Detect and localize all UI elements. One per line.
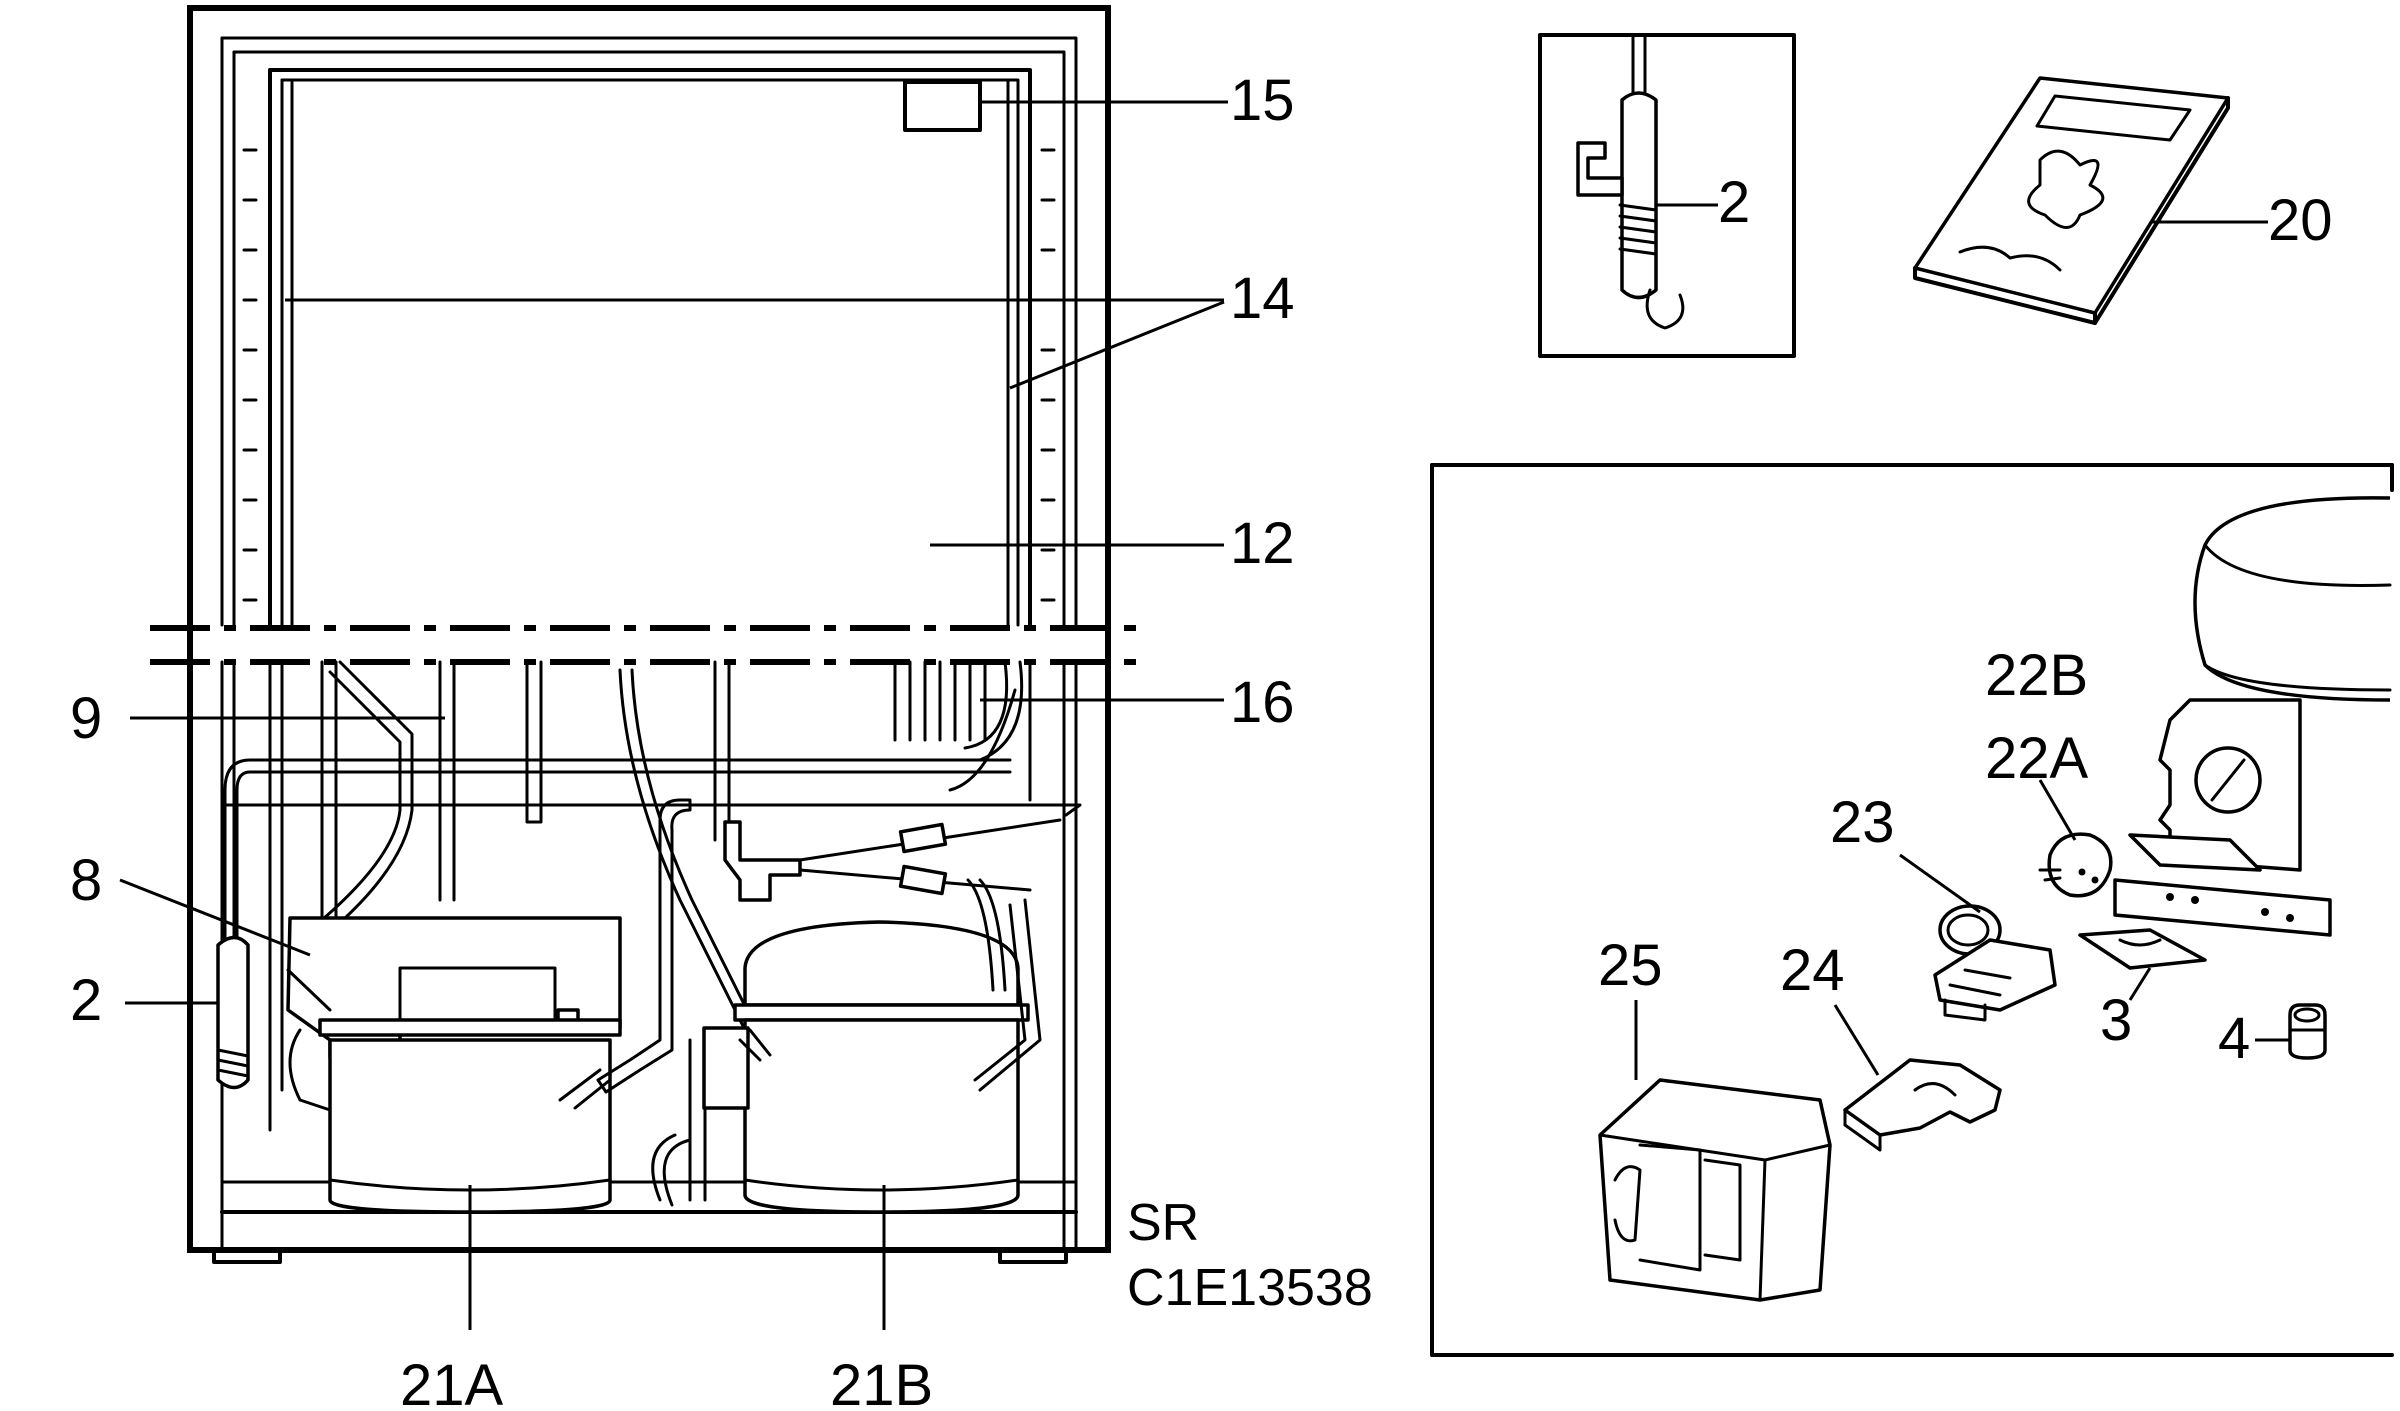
callout-23: 23 — [1830, 790, 1895, 855]
plate-3: 3 — [2078, 928, 2207, 1053]
inset-electrical-components: 22B 22A 23 3 4 — [1430, 463, 2394, 1357]
drawing-number: C1E13538 — [1127, 1259, 1373, 1317]
cabinet-assembly — [150, 5, 1140, 1264]
callout-12: 12 — [1230, 511, 1295, 576]
left-wall-pipe-marks — [242, 148, 1056, 602]
callout-15: 15 — [1230, 68, 1295, 133]
region-code: SR — [1127, 1194, 1199, 1252]
callout-4: 4 — [2218, 1006, 2250, 1071]
callout-22a: 22A — [1985, 726, 2089, 791]
overload-protector-23: 23 — [1830, 790, 2057, 1022]
callout-2-left: 2 — [70, 968, 102, 1033]
thermostat-housing — [903, 80, 982, 132]
callout-24: 24 — [1780, 938, 1845, 1003]
clip-24: 24 — [1780, 938, 2002, 1152]
instruction-manual: 20 — [1913, 76, 2333, 325]
filter-drier-left — [216, 935, 250, 1090]
cabinet-callouts: 15 14 12 16 9 8 2 21A 21B SR C1E13538 — [70, 68, 1373, 1411]
callout-2-inset: 2 — [1718, 170, 1750, 235]
compressor-21b — [733, 920, 1030, 1214]
relay-22: 22B 22A — [1985, 643, 2113, 898]
compressor-21a — [286, 916, 622, 1214]
callout-21a: 21A — [400, 1353, 504, 1411]
callout-21b: 21B — [830, 1353, 933, 1411]
callout-22b: 22B — [1985, 643, 2088, 708]
callout-14: 14 — [1230, 266, 1295, 331]
compressor-body-inset — [2113, 496, 2392, 937]
callout-20: 20 — [2268, 188, 2333, 253]
callout-16: 16 — [1230, 670, 1295, 735]
callout-25: 25 — [1598, 933, 1663, 998]
callout-3: 3 — [2100, 988, 2132, 1053]
grommet-4: 4 — [2218, 1003, 2327, 1071]
callout-8: 8 — [70, 848, 102, 913]
terminal-cover-25: 25 — [1598, 933, 1832, 1302]
callout-9: 9 — [70, 686, 102, 751]
inset-filter-drier: 2 — [1538, 33, 1796, 358]
